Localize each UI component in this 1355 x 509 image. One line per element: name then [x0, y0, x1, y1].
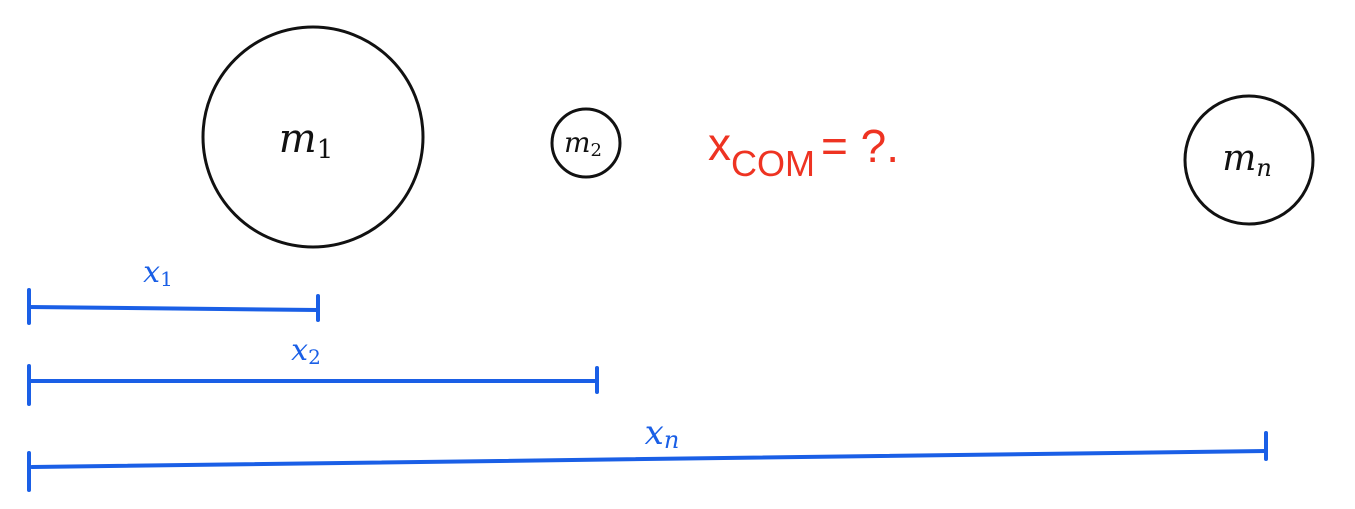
distance-xn-subscript: n: [664, 426, 679, 454]
mass-2-subscript: 2: [591, 140, 602, 161]
mass-n-circle: [1183, 94, 1315, 226]
mass-2: m2: [550, 107, 622, 179]
mass-n-subscript: n: [1256, 154, 1271, 182]
mass-2-circle: [550, 107, 622, 179]
distance-x1-label: x1: [143, 255, 173, 291]
distance-x1-line: [27, 305, 320, 312]
mass-2-letter: m: [564, 126, 591, 159]
mass-1: m1: [201, 25, 425, 249]
distance-xn-label: xn: [645, 413, 680, 454]
distance-x2: x2: [27, 333, 599, 406]
com-equals-question: = ?.: [821, 120, 899, 172]
mass-n-label: mn: [1222, 138, 1272, 182]
mass-1-circle: [201, 25, 425, 249]
distance-xn-line: [30, 449, 1268, 469]
distance-x1: x1: [27, 255, 320, 325]
mass-1-letter: m: [279, 116, 317, 162]
mass-n-letter: m: [1222, 138, 1256, 179]
distance-xn-letter: x: [645, 413, 664, 453]
com-subscript: COM: [731, 143, 815, 184]
distance-x2-letter: x: [291, 333, 308, 368]
distance-x1-letter: x: [143, 255, 160, 290]
mass-2-label: m2: [564, 126, 602, 161]
mass-1-subscript: 1: [317, 135, 334, 165]
com-question: xCOM= ?.: [708, 118, 899, 184]
mass-1-label: m1: [279, 116, 333, 165]
distance-x2-subscript: 2: [308, 345, 321, 369]
distance-xn: xn: [27, 413, 1268, 492]
distance-x2-label: x2: [291, 333, 321, 369]
distance-x1-subscript: 1: [160, 267, 173, 291]
com-symbol: x: [708, 118, 731, 170]
mass-n: mn: [1183, 94, 1315, 226]
